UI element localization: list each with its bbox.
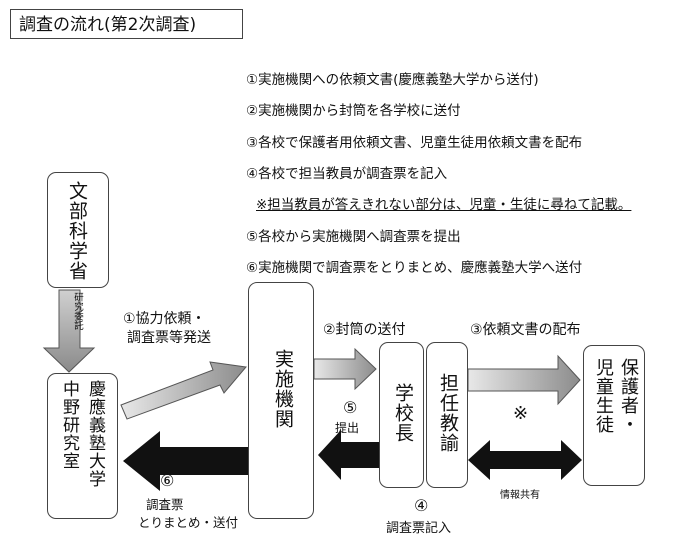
step-5: ⑤各校から実施機関へ調査票を提出 — [246, 229, 461, 245]
guardians-label-1: 保護者・ — [618, 358, 639, 434]
teacher-label: 担任教諭 — [437, 373, 459, 453]
submit-label: 提出 — [335, 421, 360, 435]
agency-label: 実施機関 — [272, 349, 294, 429]
info-share-label: 情報共有 — [500, 490, 540, 501]
principal-box: 学校長 — [379, 342, 424, 488]
guardians-box: 保護者・ 児童生徒 — [583, 345, 645, 486]
keio-label-1: 慶應義塾大学 — [85, 380, 105, 488]
step-note: ※担当教員が答えきれない部分は、児童・生徒に尋ねて記載。 — [256, 197, 632, 213]
guardians-label-2: 児童生徒 — [593, 358, 614, 434]
distribute-label: ③依頼文書の配布 — [470, 322, 581, 338]
request-arrow — [120, 361, 247, 420]
collect-arrow — [123, 431, 248, 491]
request-label-2: 調査票等発送 — [127, 330, 211, 346]
keio-box: 慶應義塾大学 中野研究室 — [47, 373, 118, 519]
submit-arrow — [318, 430, 379, 480]
fill-number: ④ — [414, 496, 429, 515]
step-2: ②実施機関から封筒を各学校に送付 — [246, 103, 461, 119]
step-3: ③各校で保護者用依頼文書、児童生徒用依頼文書を配布 — [246, 135, 583, 151]
distribute-arrow — [467, 354, 581, 406]
request-label-1: ①協力依頼・ — [123, 311, 206, 327]
collect-label-2: とりまとめ・送付 — [138, 515, 239, 530]
keio-label-2: 中野研究室 — [59, 380, 79, 470]
principal-label: 学校長 — [392, 383, 414, 443]
step-1: ①実施機関への依頼文書(慶應義塾大学から送付) — [246, 72, 539, 88]
envelope-arrow — [313, 347, 377, 391]
collect-label-1: 調査票 — [146, 497, 184, 512]
agency-box: 実施機関 — [248, 282, 314, 519]
step-6: ⑥実施機関で調査票をとりまとめ、慶應義塾大学へ送付 — [246, 260, 583, 276]
fill-label: 調査票記入 — [386, 521, 452, 536]
note-mark: ※ — [513, 403, 529, 424]
collect-number: ⑥ — [160, 471, 175, 490]
submit-number: ⑤ — [343, 398, 358, 417]
diagram-title: 調査の流れ(第2次調査) — [10, 9, 243, 39]
teacher-box: 担任教諭 — [426, 342, 468, 488]
envelope-label: ②封筒の送付 — [323, 322, 406, 338]
commission-label: 研究委託 — [72, 292, 83, 330]
step-4: ④各校で担当教員が調査票を記入 — [246, 166, 448, 182]
info-share-arrow — [468, 440, 582, 480]
mext-label: 文部科学省 — [66, 181, 88, 281]
commission-arrow — [42, 289, 96, 373]
mext-box: 文部科学省 — [47, 172, 109, 288]
